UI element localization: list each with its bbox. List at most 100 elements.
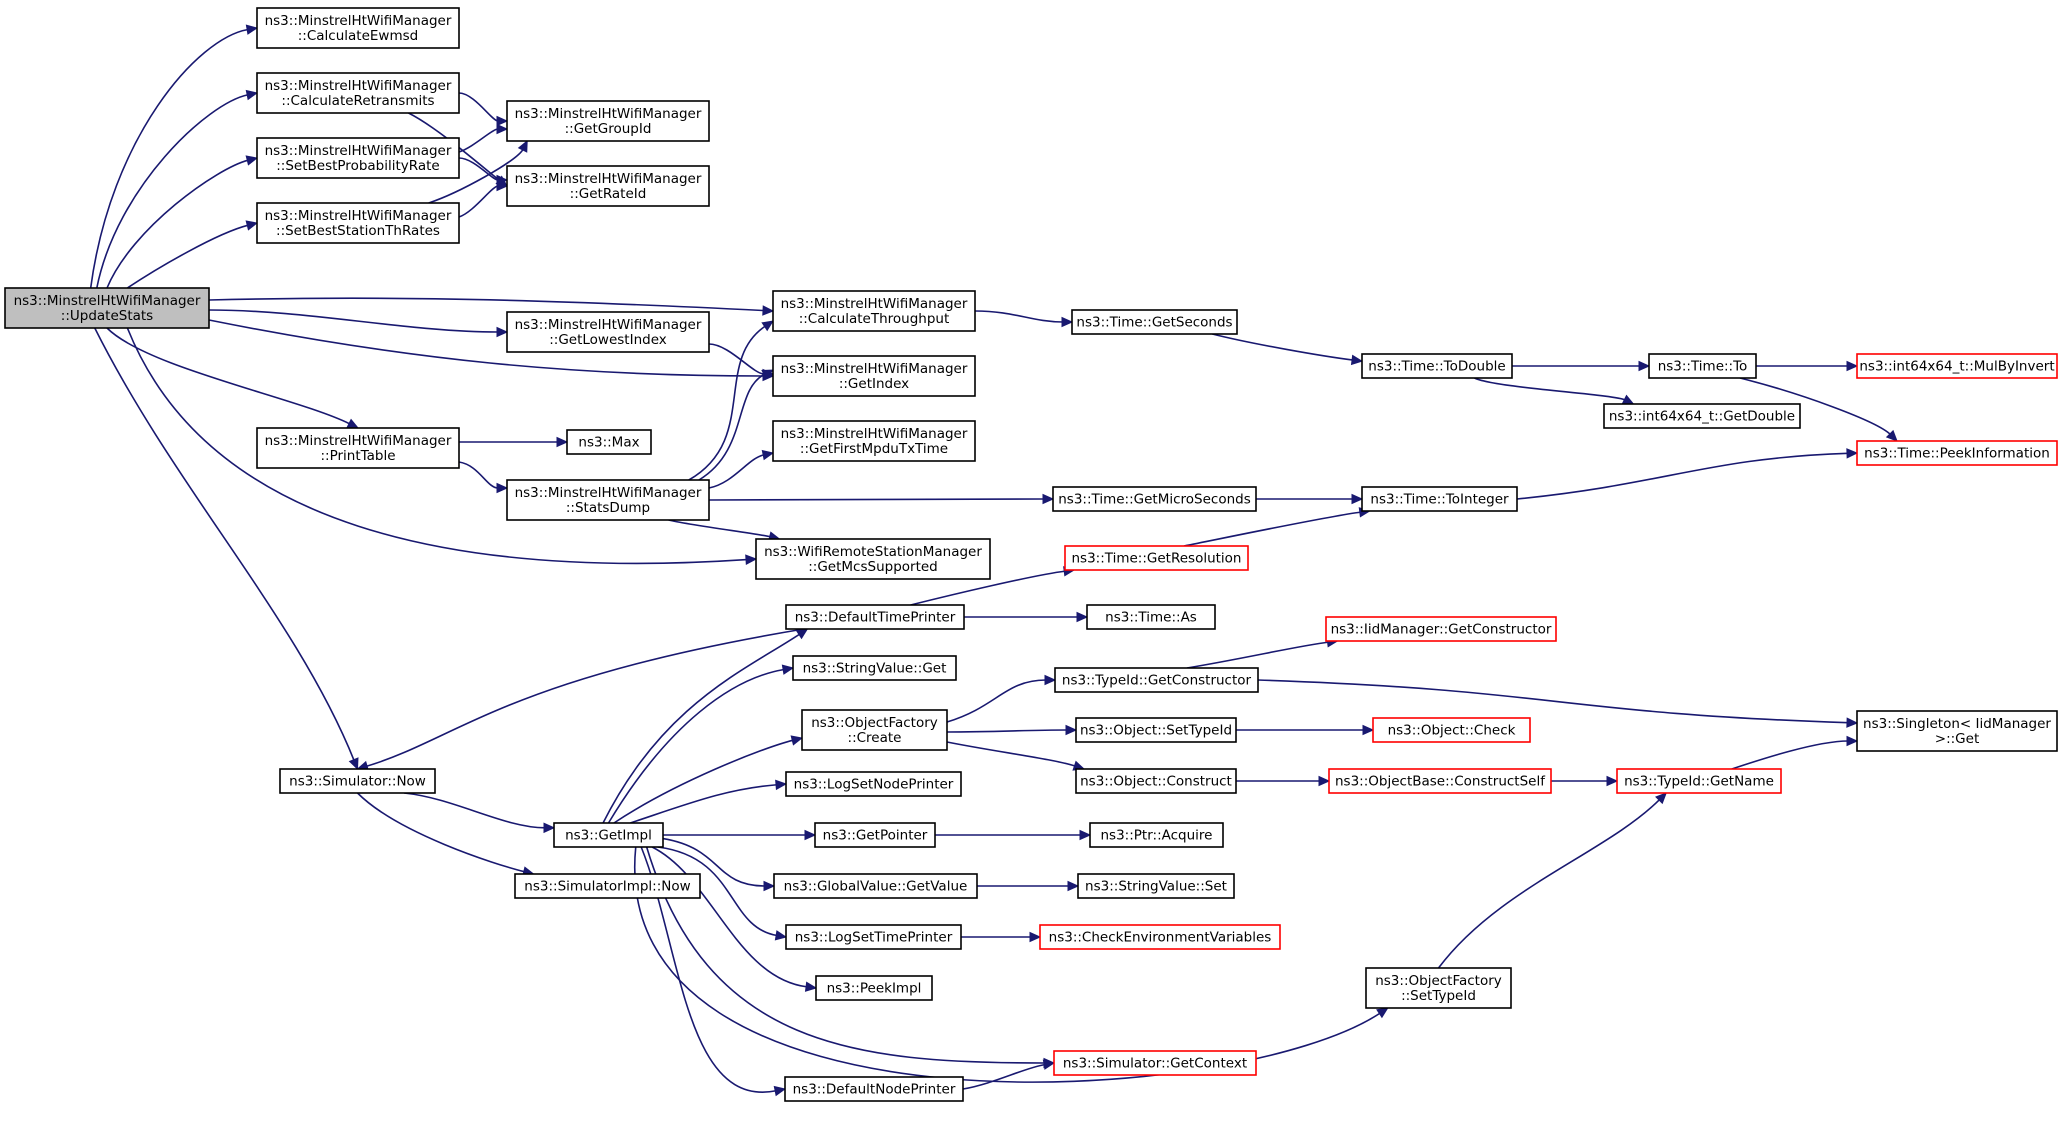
node-iid-get-constructor[interactable]: ns3::IidManager::GetConstructor bbox=[1325, 616, 1557, 642]
node-label: ::CalculateRetransmits bbox=[281, 93, 434, 109]
node-label: ns3::MinstrelHtWifiManager bbox=[265, 433, 452, 449]
arrowhead-icon bbox=[245, 220, 259, 231]
edge-objectFactoryCreate-to-typeIdGetConstructor bbox=[946, 674, 1057, 723]
node-default-time-printer[interactable]: ns3::DefaultTimePrinter bbox=[785, 604, 965, 630]
node-get-impl[interactable]: ns3::GetImpl bbox=[553, 822, 664, 848]
node-get-group-id[interactable]: ns3::MinstrelHtWifiManager::GetGroupId bbox=[506, 100, 710, 142]
node-calc-ewmsd[interactable]: ns3::MinstrelHtWifiManager::CalculateEwm… bbox=[256, 7, 460, 49]
edge-updateStats-to-getMcsSupported bbox=[126, 327, 758, 565]
node-box bbox=[814, 822, 936, 848]
node-box bbox=[1856, 440, 2058, 466]
arrowhead-icon bbox=[1846, 717, 1859, 728]
node-label: ::GetFirstMpduTxTime bbox=[800, 441, 948, 457]
node-label: ns3::GlobalValue::GetValue bbox=[784, 879, 968, 895]
node-sim-get-context[interactable]: ns3::Simulator::GetContext bbox=[1053, 1050, 1257, 1076]
edge-statsDump-to-getIndex bbox=[698, 369, 775, 481]
node-get-rate-id[interactable]: ns3::MinstrelHtWifiManager::GetRateId bbox=[506, 165, 710, 207]
arrowhead-icon bbox=[496, 180, 509, 192]
node-box bbox=[1075, 717, 1237, 743]
node-global-get-value[interactable]: ns3::GlobalValue::GetValue bbox=[773, 873, 978, 899]
node-time-get-seconds[interactable]: ns3::Time::GetSeconds bbox=[1071, 309, 1238, 335]
node-print-table[interactable]: ns3::MinstrelHtWifiManager::PrintTable bbox=[256, 427, 460, 469]
node-peek-information[interactable]: ns3::Time::PeekInformation bbox=[1856, 440, 2058, 466]
node-singleton-get[interactable]: ns3::Singleton< IidManager>::Get bbox=[1856, 710, 2058, 752]
node-simulator-now[interactable]: ns3::Simulator::Now bbox=[279, 768, 436, 794]
node-get-resolution[interactable]: ns3::Time::GetResolution bbox=[1064, 545, 1249, 571]
edge-line bbox=[657, 846, 778, 937]
arrowhead-icon bbox=[245, 89, 259, 101]
edge-line bbox=[946, 679, 1047, 723]
node-box bbox=[801, 709, 948, 751]
node-label: ns3::TypeId::GetName bbox=[1624, 774, 1774, 790]
node-box bbox=[1054, 667, 1259, 693]
node-get-mcs-supported[interactable]: ns3::WifiRemoteStationManager::GetMcsSup… bbox=[755, 538, 991, 580]
edge-line bbox=[662, 837, 766, 887]
edge-line bbox=[613, 739, 794, 824]
node-label: ns3::ObjectBase::ConstructSelf bbox=[1335, 774, 1546, 790]
edge-line bbox=[1516, 452, 1849, 500]
node-log-set-node-printer[interactable]: ns3::LogSetNodePrinter bbox=[785, 771, 962, 797]
edge-statsDump-to-getFirstMpdu bbox=[708, 449, 775, 489]
node-object-construct[interactable]: ns3::Object::Construct bbox=[1075, 768, 1237, 794]
edge-objectFactorySetTypeId-to-typeIdGetName bbox=[1437, 792, 1668, 969]
node-object-set-type-id[interactable]: ns3::Object::SetTypeId bbox=[1075, 717, 1237, 743]
node-ptr-acquire[interactable]: ns3::Ptr::Acquire bbox=[1089, 822, 1224, 848]
node-object-factory-create[interactable]: ns3::ObjectFactory::Create bbox=[801, 709, 948, 751]
arrowhead-icon bbox=[1846, 448, 1859, 459]
node-object-factory-set-type-id[interactable]: ns3::ObjectFactory::SetTypeId bbox=[1365, 967, 1512, 1009]
edge-getImpl-to-logSetNodePrinter bbox=[630, 779, 788, 824]
node-set-best-prob[interactable]: ns3::MinstrelHtWifiManager::SetBestProba… bbox=[256, 137, 460, 179]
node-get-micro-seconds[interactable]: ns3::Time::GetMicroSeconds bbox=[1052, 486, 1257, 512]
node-sim-impl-now[interactable]: ns3::SimulatorImpl::Now bbox=[514, 873, 701, 899]
node-object-check[interactable]: ns3::Object::Check bbox=[1372, 717, 1531, 743]
node-mul-by-invert[interactable]: ns3::int64x64_t::MulByInvert bbox=[1856, 353, 2058, 379]
edge-line bbox=[458, 185, 499, 218]
node-label: ::SetBestStationThRates bbox=[276, 223, 440, 239]
edge-updateStats-to-calcThroughput bbox=[208, 297, 775, 316]
node-get-double[interactable]: ns3::int64x64_t::GetDouble bbox=[1603, 403, 1801, 429]
node-time-to[interactable]: ns3::Time::To bbox=[1648, 353, 1757, 379]
node-check-env[interactable]: ns3::CheckEnvironmentVariables bbox=[1039, 924, 1281, 950]
node-box bbox=[506, 311, 710, 353]
node-get-index[interactable]: ns3::MinstrelHtWifiManager::GetIndex bbox=[772, 355, 976, 397]
node-label: ns3::MinstrelHtWifiManager bbox=[265, 78, 452, 94]
node-peek-impl[interactable]: ns3::PeekImpl bbox=[815, 975, 933, 1001]
arrowhead-icon bbox=[762, 305, 775, 316]
node-label: ns3::StringValue::Set bbox=[1085, 879, 1227, 895]
node-calc-retransmits[interactable]: ns3::MinstrelHtWifiManager::CalculateRet… bbox=[256, 72, 460, 114]
node-to-integer[interactable]: ns3::Time::ToInteger bbox=[1361, 486, 1518, 512]
node-label: ns3::MinstrelHtWifiManager bbox=[265, 13, 452, 29]
node-box bbox=[1372, 717, 1531, 743]
edge-line bbox=[403, 792, 546, 829]
node-construct-self[interactable]: ns3::ObjectBase::ConstructSelf bbox=[1328, 768, 1552, 794]
node-label: ::GetGroupId bbox=[565, 121, 652, 137]
node-string-value-get[interactable]: ns3::StringValue::Get bbox=[792, 655, 957, 681]
node-string-value-set[interactable]: ns3::StringValue::Set bbox=[1077, 873, 1235, 899]
node-stats-dump[interactable]: ns3::MinstrelHtWifiManager::StatsDump bbox=[506, 479, 710, 521]
edge-logSetTimePrinter-to-checkEnv bbox=[961, 931, 1042, 943]
node-get-lowest-index[interactable]: ns3::MinstrelHtWifiManager::GetLowestInd… bbox=[506, 311, 710, 353]
node-get-pointer[interactable]: ns3::GetPointer bbox=[814, 822, 936, 848]
node-label: ns3::SimulatorImpl::Now bbox=[524, 879, 690, 895]
node-type-id-get-name[interactable]: ns3::TypeId::GetName bbox=[1616, 768, 1782, 794]
node-box bbox=[1039, 924, 1281, 950]
node-update-stats[interactable]: ns3::MinstrelHtWifiManager::UpdateStats bbox=[4, 287, 210, 329]
node-default-node-printer[interactable]: ns3::DefaultNodePrinter bbox=[784, 1076, 964, 1102]
node-type-id-get-constructor[interactable]: ns3::TypeId::GetConstructor bbox=[1054, 667, 1259, 693]
edge-timeTo-to-peekInformation bbox=[1739, 377, 1898, 442]
node-box bbox=[1077, 873, 1235, 899]
node-set-best-station[interactable]: ns3::MinstrelHtWifiManager::SetBestStati… bbox=[256, 202, 460, 244]
node-log-set-time-printer[interactable]: ns3::LogSetTimePrinter bbox=[785, 924, 962, 950]
node-box bbox=[506, 100, 710, 142]
arrowhead-icon bbox=[1029, 931, 1042, 943]
edge-getImpl-to-objectFactoryCreate bbox=[613, 735, 804, 824]
arrowhead-icon bbox=[1376, 1007, 1389, 1019]
edge-objectFactoryCreate-to-objectConstruct bbox=[946, 741, 1086, 771]
node-max[interactable]: ns3::Max bbox=[566, 429, 652, 455]
node-label: ns3::Max bbox=[578, 435, 639, 451]
node-time-to-double[interactable]: ns3::Time::ToDouble bbox=[1361, 353, 1513, 379]
node-time-as[interactable]: ns3::Time::As bbox=[1086, 604, 1216, 630]
arrowhead-icon bbox=[1076, 611, 1089, 623]
node-get-first-mpdu[interactable]: ns3::MinstrelHtWifiManager::GetFirstMpdu… bbox=[772, 420, 976, 462]
node-calc-throughput[interactable]: ns3::MinstrelHtWifiManager::CalculateThr… bbox=[772, 290, 976, 332]
